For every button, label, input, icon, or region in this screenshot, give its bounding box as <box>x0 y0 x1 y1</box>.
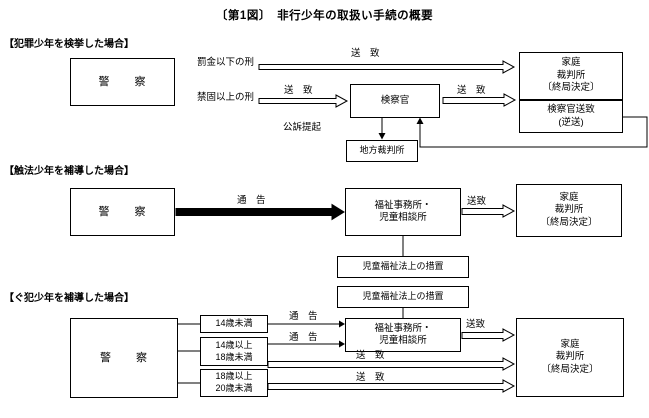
s3-souchi-mid-label: 送 致 <box>356 350 385 361</box>
s3-family-court-box: 家庭 裁判所 〔終局決定〕 <box>516 318 624 397</box>
section1-heading: 【犯罪少年を検挙した場合】 <box>4 39 134 50</box>
diagram-title: 〔第1図〕 非行少年の取扱い手続の概要 <box>215 10 434 22</box>
s2-family-court-box: 家庭 裁判所 〔終局決定〕 <box>516 184 622 237</box>
s2-tsukoku-label: 通 告 <box>237 195 266 206</box>
s3-souchi-welfare-arrow <box>461 328 516 342</box>
s1-referral-feedback-arrow <box>416 116 648 148</box>
s2-tsukoku-arrow <box>175 203 345 221</box>
s1-fine-penalty-label: 罰金以下の刑 <box>197 57 255 68</box>
s3-souchi-bottom-label: 送 致 <box>356 372 385 383</box>
s2-police-box: 警 察 <box>70 188 175 236</box>
s1-prosecutor-referral-box: 検察官送致 (逆送) <box>519 100 623 133</box>
s1-police-box: 警 察 <box>70 58 175 106</box>
s2-welfare-office-box: 福祉事務所・ 児童相談所 <box>345 188 461 236</box>
s1-prison-penalty-label: 禁固以上の刑 <box>197 92 255 103</box>
s3-child-welfare-measure-box: 児童福祉法上の措置 <box>337 286 469 308</box>
s1-souchi-mid-arrow <box>258 94 349 108</box>
s3-age-under14-box: 14歳未満 <box>200 315 268 333</box>
s1-prosecution-label: 公訴提起 <box>283 122 322 133</box>
s1-district-court-box: 地方裁判所 <box>346 140 418 162</box>
s2-child-welfare-measure-box: 児童福祉法上の措置 <box>337 256 469 278</box>
s3-tsukoku-arrow-1 <box>268 320 345 328</box>
s1-souchi-top-arrow <box>258 60 516 74</box>
s3-welfare-office-box: 福祉事務所・ 児童相談所 <box>345 318 461 352</box>
s3-age-18-20-box: 18歳以上 20歳未満 <box>200 369 268 397</box>
s3-tsukoku-label-1: 通 告 <box>289 311 318 322</box>
s2-souchi-arrow <box>461 204 516 218</box>
s3-police-box: 警 察 <box>70 318 178 398</box>
section2-heading: 【触法少年を補導した場合】 <box>4 166 134 177</box>
s1-souchi-right-label: 送 致 <box>457 85 486 96</box>
s3-souchi-welfare-label: 送致 <box>466 319 486 330</box>
s1-prosecutor-box: 検察官 <box>350 84 440 118</box>
s3-souchi-bottom-arrow <box>267 379 516 393</box>
s3-age-14-18-box: 14歳以上 18歳未満 <box>200 337 268 366</box>
s2-souchi-label: 送致 <box>467 196 487 207</box>
s3-tsukoku-label-2: 通 告 <box>289 332 318 343</box>
s1-prosecution-arrow <box>378 118 386 140</box>
s3-souchi-mid-arrow <box>267 357 516 371</box>
s3-tsukoku-arrow-2 <box>268 340 345 348</box>
s1-souchi-top-label: 送 致 <box>351 48 380 59</box>
s1-family-court-box: 家庭 裁判所 〔終局決定〕 <box>519 52 623 100</box>
s1-souchi-right-arrow <box>442 93 517 107</box>
s1-souchi-mid-label: 送 致 <box>284 85 313 96</box>
section3-heading: 【ぐ犯少年を補導した場合】 <box>4 293 134 304</box>
